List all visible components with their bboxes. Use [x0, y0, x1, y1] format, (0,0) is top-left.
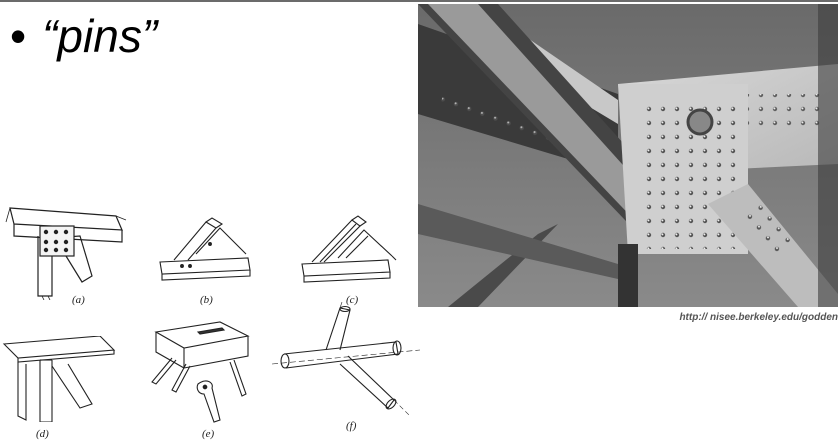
figure-label-f: (f) [346, 420, 357, 432]
tube-node-joint-sketch [271, 302, 421, 417]
sketch-a: (a) [4, 196, 130, 306]
figure-label-e: (e) [202, 428, 215, 440]
steel-truss-gusset-photo [418, 4, 838, 307]
truss-joint-gusset-sketch [5, 207, 127, 300]
bullet-marker: • [10, 10, 27, 62]
figure-label-c: (c) [346, 294, 359, 306]
figure-label-b: (b) [200, 294, 213, 306]
sketch-e: (e) [146, 318, 258, 440]
sketch-c: (c) [298, 210, 402, 306]
pinned-block-joint-sketch [151, 321, 250, 423]
sketch-f: (f) [270, 302, 422, 432]
sketch-d: (d) [0, 336, 118, 440]
figure-label-a: (a) [72, 294, 85, 306]
tee-plate-joint-sketch [2, 336, 116, 422]
figure-label-d: (d) [36, 428, 49, 440]
bolted-lap-joint-sketch [159, 217, 251, 281]
slide-heading: • “pins” [10, 10, 157, 62]
sketch-b: (b) [156, 214, 254, 306]
top-rule [0, 0, 838, 2]
heading-text: “pins” [42, 10, 158, 62]
split-ring-joint-sketch [301, 215, 397, 283]
riveted-gusset-photo-image [418, 4, 838, 307]
photo-credit: http:// nisee.berkeley.edu/godden [679, 312, 838, 323]
